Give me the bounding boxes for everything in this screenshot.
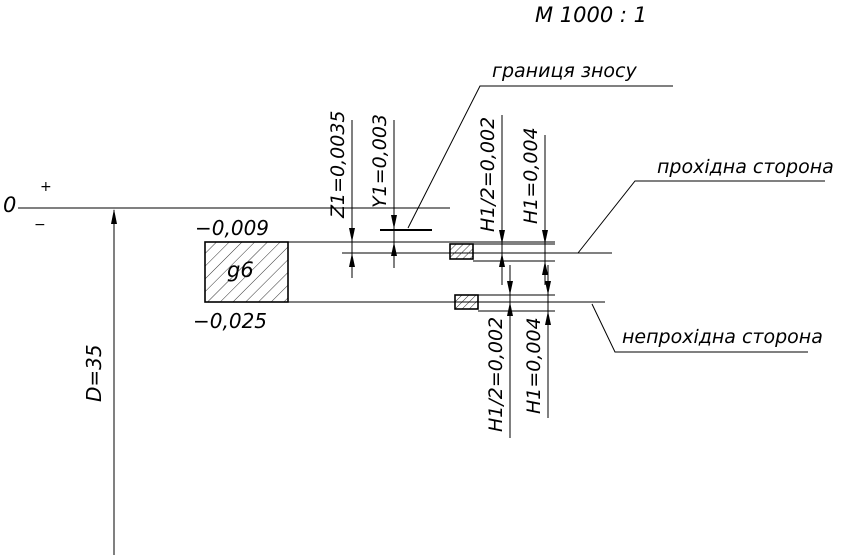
shaft-upper-deviation: −0,009 — [195, 216, 269, 240]
nogo-half-tolerance-label: H1/2=0,002 — [485, 317, 507, 432]
nogo-side-label: непрохідна сторона — [622, 326, 823, 348]
y1-arrow-up — [391, 242, 397, 256]
zero-label: 0 — [3, 193, 16, 217]
z1-arrow-up — [349, 253, 355, 267]
nogo-tolerance-label: H1=0,004 — [523, 317, 545, 414]
shaft-tolerance-field — [204, 241, 289, 303]
nogo-side-leader — [591, 303, 808, 353]
go-tolerance-label: H1=0,004 — [520, 127, 542, 224]
go-half-arrow-up — [499, 253, 505, 267]
wear-limit-label: границя зносу — [492, 60, 637, 82]
go-half-tolerance-label: H1/2=0,002 — [477, 117, 499, 232]
z1-arrow-down — [349, 228, 355, 242]
nominal-dimension-label: D=35 — [82, 344, 106, 402]
nogo-arrow-down — [545, 281, 551, 295]
nogo-half-arrow-down — [507, 281, 513, 295]
shaft-lower-deviation: −0,025 — [193, 309, 267, 333]
y1-label: Y1=0,003 — [369, 114, 391, 208]
go-half-arrow-down — [499, 230, 505, 244]
shaft-tolerance-field-label: g6 — [227, 258, 254, 282]
wear-limit-leader — [407, 85, 673, 229]
go-side-label: прохідна сторона — [657, 156, 834, 178]
nogo-half-arrow-up — [507, 302, 513, 316]
go-side-tolerance-box — [449, 243, 474, 260]
scale-label: М 1000 : 1 — [535, 3, 647, 27]
nominal-dimension-arrow — [111, 209, 117, 224]
nogo-arrow-up — [545, 311, 551, 325]
go-arrow-up — [542, 261, 548, 275]
go-arrow-down — [542, 230, 548, 244]
y1-arrow-down — [391, 215, 397, 229]
minus-sign: − — [34, 217, 46, 233]
z1-label: Z1=0,0035 — [327, 110, 349, 219]
go-side-leader — [577, 180, 825, 254]
plus-sign: + — [40, 179, 52, 195]
